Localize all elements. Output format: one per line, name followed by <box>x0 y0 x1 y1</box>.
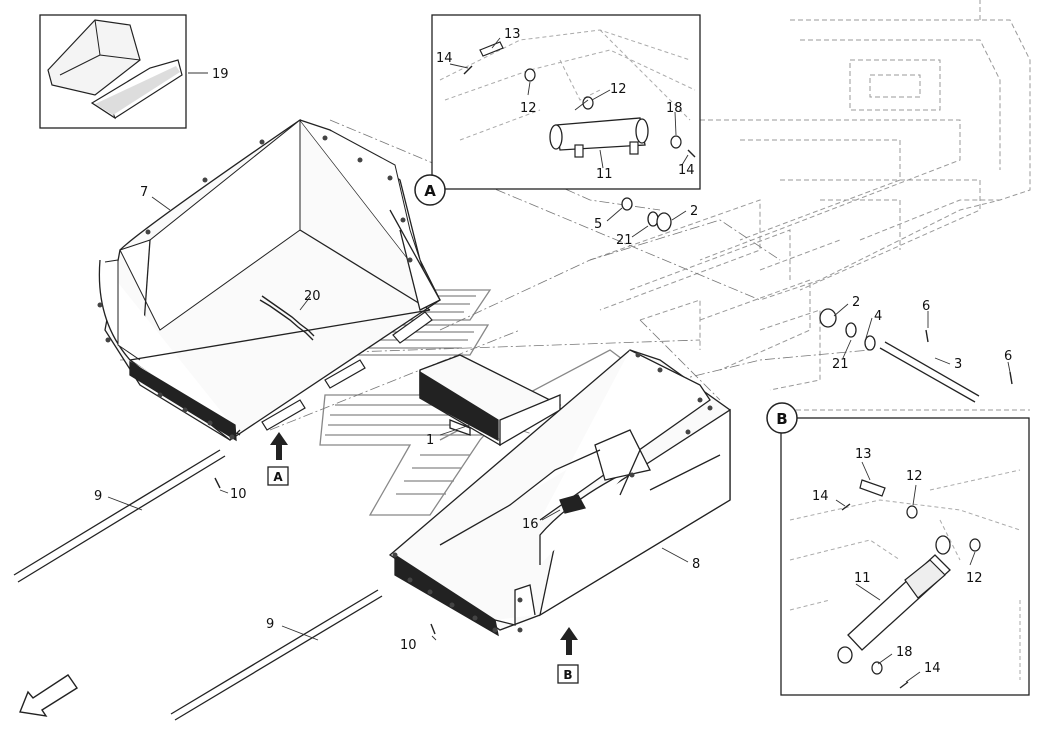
callout-6b: 6 <box>1004 349 1012 364</box>
callout-4: 4 <box>874 309 882 324</box>
callout-10a: 10 <box>230 487 247 502</box>
small-pins <box>214 329 1013 635</box>
direction-arrow <box>19 674 78 717</box>
detail-a-marker <box>414 174 446 206</box>
callout-2a: 2 <box>690 204 698 219</box>
callout-3: 3 <box>954 357 962 372</box>
callout-19: 19 <box>212 67 229 82</box>
left-tray-rollers <box>261 311 433 431</box>
inset-detail-a <box>431 14 701 190</box>
inset-detail-b <box>780 417 1030 696</box>
callout-12a: 12 <box>520 101 537 116</box>
callout-10b: 10 <box>400 638 417 653</box>
callout-16: 16 <box>522 517 539 532</box>
callout-12b: 12 <box>610 82 627 97</box>
callout-21b: 21 <box>832 357 849 372</box>
callout-1: 1 <box>426 433 434 448</box>
callout-21a: 21 <box>616 233 633 248</box>
callout-14a: 14 <box>436 51 453 66</box>
left-tray <box>98 118 441 442</box>
callout-13b: 13 <box>855 447 872 462</box>
callout-6a: 6 <box>922 299 930 314</box>
left-tray-bolts <box>97 135 413 440</box>
callout-18a: 18 <box>666 101 683 116</box>
callout-12d: 12 <box>966 571 983 586</box>
detail-a-label: A <box>424 182 436 200</box>
inset-19 <box>39 14 187 129</box>
detail-b-label: B <box>776 410 787 428</box>
callout-11a: 11 <box>596 167 613 182</box>
right-tray-bolts <box>392 352 713 633</box>
callout-14b: 14 <box>678 163 695 178</box>
small-tray <box>419 354 562 447</box>
callout-11b: 11 <box>854 571 871 586</box>
detail-b-marker <box>766 402 798 434</box>
callout-9a: 9 <box>94 489 102 504</box>
callout-8: 8 <box>692 557 700 572</box>
callout-14d: 14 <box>924 661 941 676</box>
chassis-background <box>589 0 1031 411</box>
callout-13a: 13 <box>504 27 521 42</box>
chain-part <box>259 295 315 341</box>
callout-7: 7 <box>140 185 148 200</box>
callout-5: 5 <box>594 217 602 232</box>
callout-14c: 14 <box>812 489 829 504</box>
callout-9b: 9 <box>266 617 274 632</box>
bushings-washers <box>621 197 876 351</box>
callout-20: 20 <box>304 289 321 304</box>
right-tray <box>388 349 731 637</box>
callout-12c: 12 <box>906 469 923 484</box>
callout-18b: 18 <box>896 645 913 660</box>
view-label-b-box: B <box>563 668 572 682</box>
view-boxes <box>267 466 579 684</box>
callout-numbers: 19 7 20 9 10 1 9 10 16 8 5 21 2 2 4 21 3… <box>94 27 1012 676</box>
view-label-a-box: A <box>273 470 283 484</box>
callout-2b: 2 <box>852 295 860 310</box>
leader-lines <box>107 37 1011 683</box>
view-arrows <box>270 432 578 655</box>
rods <box>13 341 980 721</box>
